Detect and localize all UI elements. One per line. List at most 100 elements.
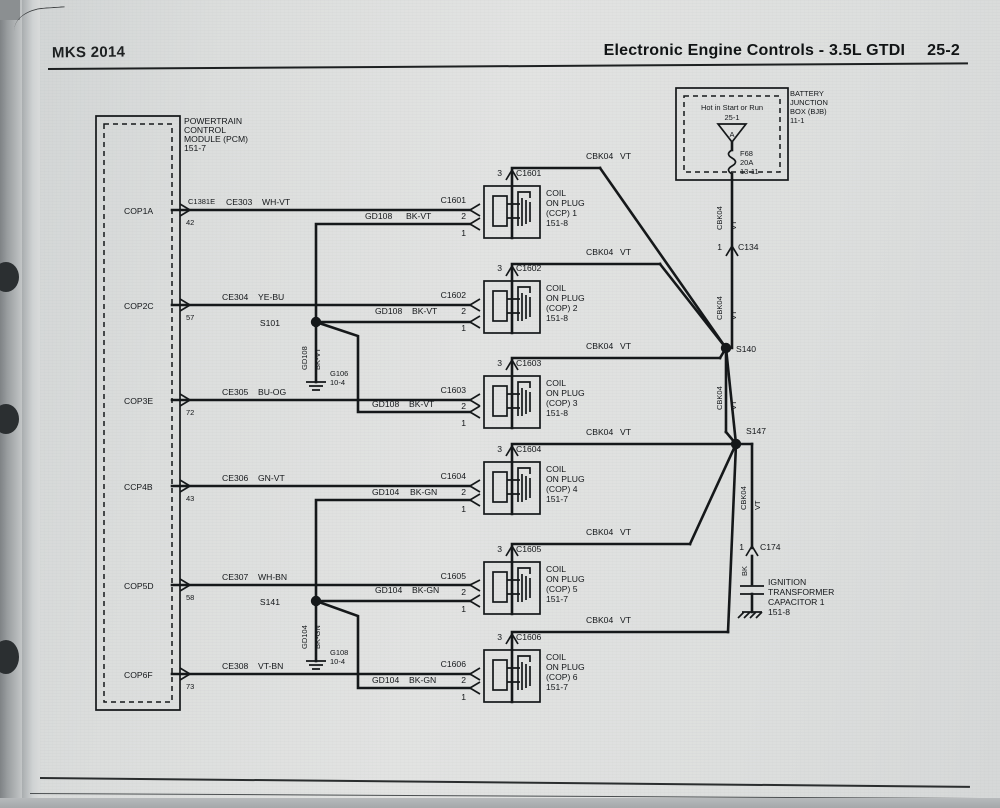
coil-2-title-2: ON PLUG	[546, 293, 585, 303]
coil-2-power-circuit: CBK04	[586, 247, 613, 257]
coil-3-title-1: COIL	[546, 378, 566, 388]
splice-s101-circuit: GD108	[300, 346, 309, 370]
coil-3-title-3: (COP) 3	[546, 398, 578, 408]
signal-color-5: WH-BN	[258, 572, 287, 582]
pcm-label-line2: CONTROL	[184, 125, 226, 135]
coil-5-pin-lo: 1	[461, 604, 466, 614]
coil-5-top-connector: C1605	[516, 544, 542, 554]
coil-1-power-circuit: CBK04	[586, 151, 613, 161]
bjb-title-3: BOX (BJB)	[790, 107, 827, 116]
pcm-pin-cop5d[interactable]: COP5D 58	[124, 578, 194, 602]
page-bottom-edge	[0, 798, 1000, 808]
pcm-pin-number: 73	[186, 682, 194, 691]
ground-color-3: BK-VT	[409, 399, 435, 409]
fuse-rating: 20A	[740, 158, 753, 167]
coil-5-ref: 151-7	[546, 594, 568, 604]
ground-g108-id: G108	[330, 648, 348, 657]
signal-color-3: BU-OG	[258, 387, 286, 397]
power-feed-wires	[598, 166, 738, 634]
pcm-pin-number: 42	[186, 218, 194, 227]
signal-color-2: YE-BU	[258, 292, 284, 302]
bjb-hot-label: Hot in Start or Run	[701, 103, 763, 112]
coil-2-top-pin: 3	[497, 263, 502, 273]
signal-wires: CE303 WH-VT CE304 YE-BU CE305 BU-OG CE30…	[188, 197, 472, 676]
ground-wires: GD108 BK-VT GD108 BK-VT GD108 BK-VT S101…	[260, 211, 472, 690]
coil-6-pin-hi: 2	[461, 675, 466, 685]
ground-color-6: BK-GN	[409, 675, 436, 685]
coil-2-title-1: COIL	[546, 283, 566, 293]
ground-circuit-3: GD108	[372, 399, 399, 409]
power-bus-color-lower: VT	[729, 400, 738, 410]
coil-2-title-3: (COP) 2	[546, 303, 578, 313]
coil-3-top-pin: 3	[497, 358, 502, 368]
pcm-pin-label: CCP4B	[124, 482, 153, 492]
coil-6-power-circuit: CBK04	[586, 615, 613, 625]
pcm-pin-number: 58	[186, 593, 194, 602]
pcm-pin-cop3e[interactable]: COP3E 72	[124, 393, 194, 417]
pcm-pin-label: COP1A	[124, 206, 153, 216]
signal-color-6: VT-BN	[258, 661, 283, 671]
coil-6-title-3: (COP) 6	[546, 672, 578, 682]
coil-on-plug-5[interactable]: 3 C1605 C1605 2 1 COIL ON PLUG (COP) 5 1…	[441, 527, 692, 616]
pcm-pin-label: COP3E	[124, 396, 153, 406]
power-bus-circuit-upper: CBK04	[715, 206, 724, 230]
punch-hole	[0, 404, 19, 434]
capacitor-ref: 151-8	[768, 607, 790, 617]
coil-on-plug-2[interactable]: 3 C1602 C1602 2 1 COIL ON PLUG (COP) 2 1…	[441, 247, 662, 335]
book-gutter	[0, 0, 22, 808]
coil-4-title-2: ON PLUG	[546, 474, 585, 484]
signal-circuit-3: CE305	[222, 387, 248, 397]
pcm-label-line1: POWERTRAIN	[184, 116, 242, 126]
page-corner	[0, 0, 20, 20]
relay-letter: A	[729, 130, 734, 139]
power-diagonal-coil6	[726, 442, 738, 634]
ground-color-4: BK-GN	[410, 487, 437, 497]
coil-5-power-color: VT	[620, 527, 632, 537]
ground-circuit-2: GD108	[375, 306, 402, 316]
splice-s140-label: S140	[736, 344, 756, 354]
signal-circuit-1: CE303	[226, 197, 252, 207]
coil-on-plug-4[interactable]: 3 C1604 C1604 2 1 COIL ON PLUG (COP) 4 1…	[441, 427, 738, 516]
coil-3-ref: 151-8	[546, 408, 568, 418]
ground-g106-id: G106	[330, 369, 348, 378]
ground-circuit-5: GD104	[375, 585, 402, 595]
power-bus-circuit-mid: CBK04	[715, 296, 724, 320]
coil-5-title-3: (COP) 5	[546, 584, 578, 594]
coil-2-ref: 151-8	[546, 313, 568, 323]
ground-wire-1	[314, 222, 472, 324]
coil-5-top-pin: 3	[497, 544, 502, 554]
coil-3-top-connector: C1603	[516, 358, 542, 368]
binding-shadow	[22, 0, 40, 808]
chassis-ground-icon	[737, 611, 763, 619]
ground-color-1: BK-VT	[406, 211, 432, 221]
coil-2-left-connector: C1602	[441, 290, 467, 300]
coil-1-title-3: (CCP) 1	[546, 208, 577, 218]
splice-s141-circuit: GD104	[300, 625, 309, 649]
pcm-pin-cop2c[interactable]: COP2C 57	[124, 298, 194, 322]
splice-s141: S141 GD104 BK-GN G108 10-4	[260, 595, 348, 670]
pcm-pin-group: COP1A 42 COP2C 57 COP3E 72 CCP4B 43	[124, 197, 215, 691]
coil-on-plug-1[interactable]: 3 C1601 C1601 2 1 COIL ON PLUG (CCP) 1 1…	[441, 151, 632, 240]
splice-s101-label: S101	[260, 318, 280, 328]
splice-s141-color: BK-GN	[313, 625, 322, 649]
fuse-id: F68	[740, 149, 753, 158]
punch-hole	[0, 640, 19, 674]
pcm-pin-cop6f[interactable]: COP6F 73	[124, 667, 194, 691]
coil-4-title-1: COIL	[546, 464, 566, 474]
pcm-pin-cop1a[interactable]: COP1A 42	[124, 203, 194, 227]
bjb-title-ref: 11-1	[790, 116, 804, 125]
coil-2-pin-lo: 1	[461, 323, 466, 333]
punch-hole	[0, 262, 19, 292]
c174-arrow-icon	[745, 544, 759, 557]
battery-junction-box: Hot in Start or Run 25-1 A F68 20A 13-11…	[675, 87, 828, 350]
pcm-pin-number: 72	[186, 408, 194, 417]
signal-circuit-6: CE308	[222, 661, 248, 671]
coil-on-plug-3[interactable]: 3 C1603 C1603 2 1 COIL ON PLUG (COP) 3 1…	[441, 341, 722, 430]
signal-circuit-2: CE304	[222, 292, 248, 302]
pcm-module: POWERTRAIN CONTROL MODULE (PCM) 151-7	[95, 115, 248, 711]
coil-on-plug-6[interactable]: 3 C1606 C1606 2 1 COIL ON PLUG (COP) 6 1…	[441, 615, 730, 704]
pcm-pin-label: COP5D	[124, 581, 154, 591]
pcm-pin-ccp4b[interactable]: CCP4B 43	[124, 479, 194, 503]
page-title-text: Electronic Engine Controls - 3.5L GTDI	[603, 42, 906, 59]
